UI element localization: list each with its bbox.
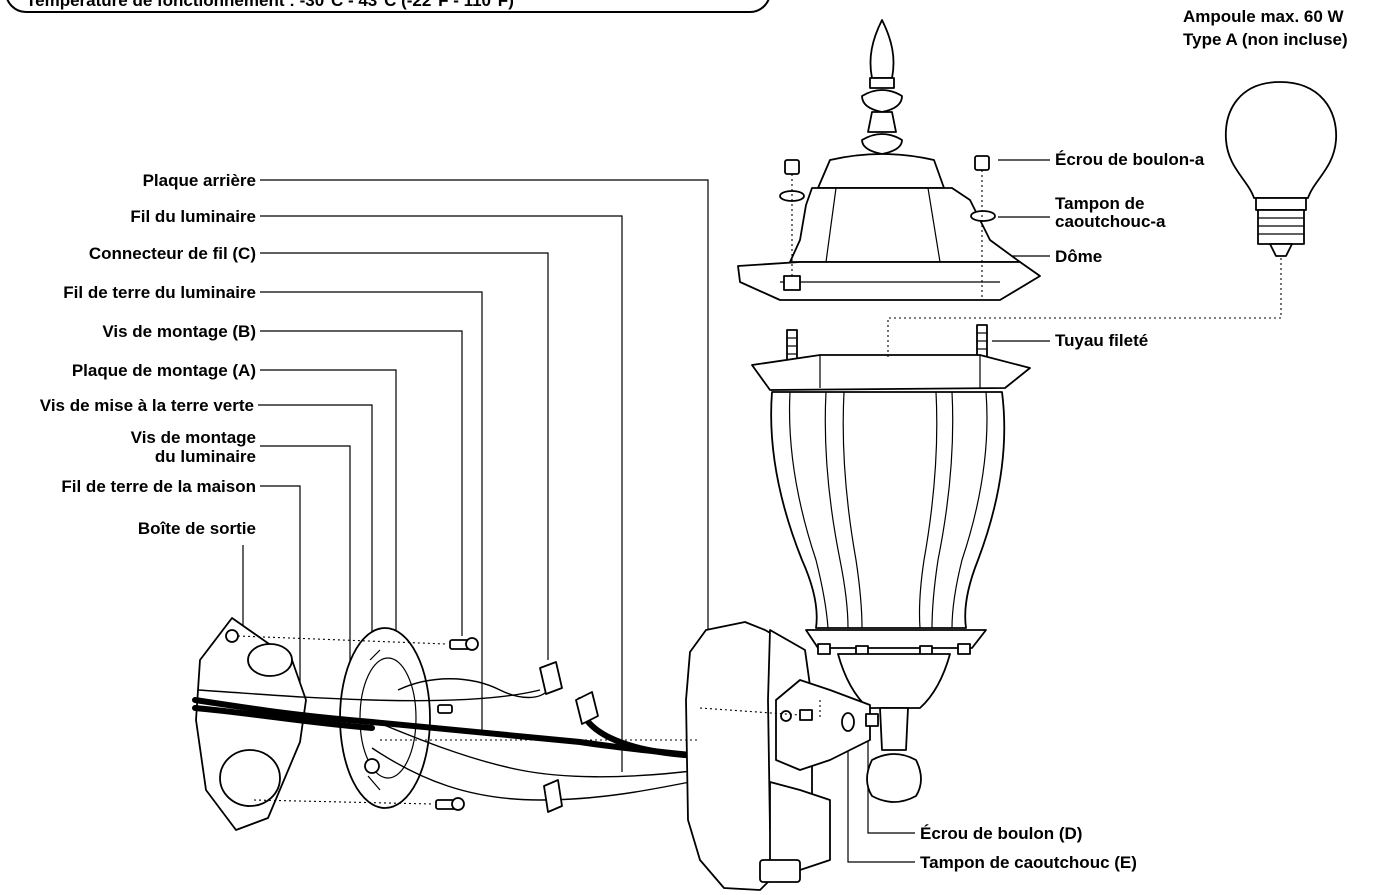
- light-bulb: [887, 81, 1337, 360]
- label-house-ground-wire: Fil de terre de la maison: [61, 477, 256, 496]
- mounting-screws: [237, 635, 479, 811]
- label-rubber-pad-a-1: Tampon de: [1055, 194, 1144, 213]
- bulb-spec-line2: Type A (non incluse): [1183, 30, 1348, 49]
- label-fixture-ground-wire: Fil de terre du luminaire: [63, 283, 256, 302]
- label-fixture-mount-screw-2: du luminaire: [155, 447, 256, 466]
- temperature-banner: Température de fonctionnement : -30°C - …: [6, 0, 770, 13]
- label-outlet-box: Boîte de sortie: [138, 519, 256, 538]
- outlet-box: [195, 617, 307, 831]
- label-wire-connector: Connecteur de fil (C): [89, 244, 256, 263]
- label-fixture-mount-screw-1: Vis de montage: [131, 428, 256, 447]
- bolt-nuts-a: [779, 155, 996, 300]
- back-plate: [380, 621, 879, 891]
- right-callouts: Écrou de boulon-a Tampon de caoutchouc-a…: [992, 150, 1205, 350]
- left-callouts: Plaque arrière Fil du luminaire Connecte…: [40, 171, 709, 772]
- temperature-text: Température de fonctionnement : -30°C - …: [26, 0, 514, 10]
- bottom-callouts: Écrou de boulon (D) Tampon de caoutchouc…: [847, 726, 1137, 872]
- finial: [861, 19, 903, 155]
- label-fixture-wire: Fil du luminaire: [130, 207, 256, 226]
- label-rubber-pad-a-2: caoutchouc-a: [1055, 212, 1166, 231]
- mounting-plate: [339, 627, 431, 809]
- label-back-plate: Plaque arrière: [143, 171, 256, 190]
- label-dome: Dôme: [1055, 247, 1102, 266]
- label-bolt-nut-d: Écrou de boulon (D): [920, 824, 1082, 843]
- label-mounting-screw-b: Vis de montage (B): [102, 322, 256, 341]
- label-mounting-plate-a: Plaque de montage (A): [72, 361, 256, 380]
- wire-connectors: [539, 661, 599, 813]
- lantern-body: [751, 354, 1031, 803]
- label-threaded-pipe: Tuyau fileté: [1055, 331, 1148, 350]
- bulb-spec-line1: Ampoule max. 60 W: [1183, 7, 1345, 26]
- label-green-ground-screw: Vis de mise à la terre verte: [40, 396, 254, 415]
- label-rubber-pad-e: Tampon de caoutchouc (E): [920, 853, 1137, 872]
- label-bolt-nut-a: Écrou de boulon-a: [1055, 150, 1205, 169]
- dome: [737, 153, 1041, 301]
